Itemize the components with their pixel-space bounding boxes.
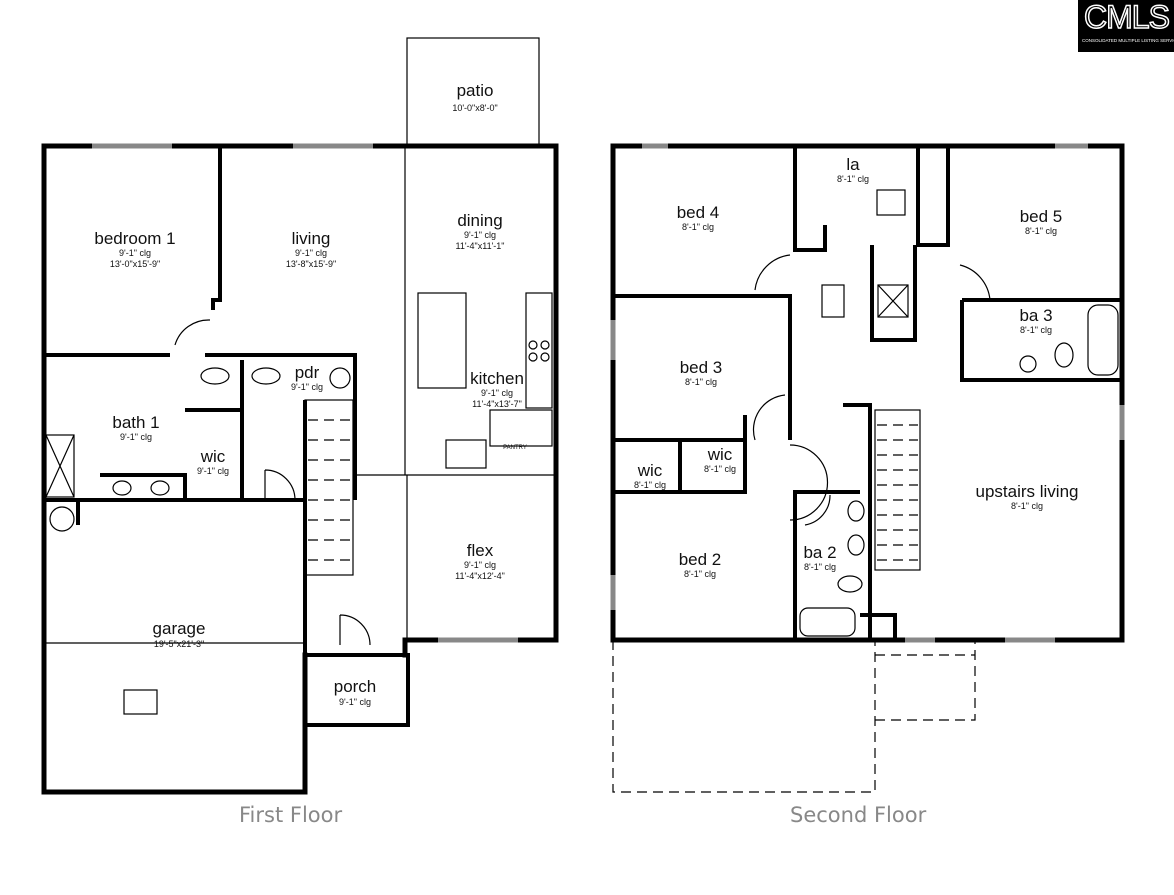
patio-label: patio — [457, 81, 494, 100]
first-floor-stairs — [304, 399, 354, 576]
front-door — [339, 614, 371, 646]
sink-icon — [150, 480, 170, 496]
flex-ceiling: 9'-1" clg — [464, 560, 496, 570]
cmls-logo: CMLS CONSOLIDATED MULTIPLE LISTING SERVI… — [1078, 0, 1174, 52]
toilet-icon — [837, 575, 863, 593]
bedroom1-dims: 13'-0"x15'-9" — [110, 259, 160, 269]
bedroom1-ceiling: 9'-1" clg — [119, 248, 151, 258]
second-floor-interior-walls — [613, 146, 1122, 640]
living-label: living — [292, 229, 331, 248]
sink-icon — [847, 534, 865, 556]
stove-burner-icon — [528, 340, 538, 350]
first-floor-caption: First Floor — [239, 803, 343, 827]
water-heater-icon — [49, 506, 75, 532]
bathtub-icon — [1087, 304, 1119, 376]
dining-ceiling: 9'-1" clg — [464, 230, 496, 240]
ba3-ceiling: 8'-1" clg — [1020, 325, 1052, 335]
porch-label: porch — [334, 677, 377, 696]
upstairs-living-label: upstairs living — [976, 482, 1079, 501]
second-floor-stairs — [874, 409, 921, 571]
patio-dims: 10'-0"x8'-0" — [452, 103, 497, 113]
sink-icon — [1019, 355, 1037, 373]
kitchen-dims: 11'-4"x13'-7" — [472, 399, 522, 409]
wic-b-ceiling: 8'-1" clg — [704, 464, 736, 474]
ba3-label: ba 3 — [1019, 306, 1052, 325]
dining-label: dining — [457, 211, 502, 230]
second-floor-caption: Second Floor — [790, 803, 927, 827]
sink-icon — [847, 500, 865, 522]
bed5-ceiling: 8'-1" clg — [1025, 226, 1057, 236]
porch-ceiling: 9'-1" clg — [339, 697, 371, 707]
sink-icon — [112, 480, 132, 496]
stove-burner-icon — [540, 340, 550, 350]
la-label: la — [846, 155, 860, 174]
garage-dims: 19'-5"x21'-3" — [154, 639, 204, 649]
second-floor-plan: bed 4 8'-1" clg la 8'-1" clg bed 5 8'-1"… — [610, 143, 1125, 793]
la-ceiling: 8'-1" clg — [837, 174, 869, 184]
shower — [45, 434, 75, 498]
wic-a-ceiling: 8'-1" clg — [634, 480, 666, 490]
door-swing — [174, 319, 211, 346]
bath1-ceiling: 9'-1" clg — [120, 432, 152, 442]
flex-dims: 11'-4"x12'-4" — [455, 571, 505, 581]
pdr-ceiling: 9'-1" clg — [291, 382, 323, 392]
logo-subtext: CONSOLIDATED MULTIPLE LISTING SERVICE — [1082, 38, 1174, 43]
bathtub-icon — [799, 607, 856, 637]
fridge — [445, 439, 487, 469]
washer-icon — [876, 189, 906, 216]
wic-label: wic — [200, 447, 226, 466]
first-floor-footprint-outline — [612, 640, 976, 793]
stove-burner-icon — [540, 352, 550, 362]
toilet-icon — [251, 367, 281, 385]
first-floor-plan: patio 10'-0"x8'-0" bedroom 1 9'-1" clg 1… — [41, 37, 559, 795]
pedestal-sink-icon — [329, 367, 351, 389]
living-ceiling: 9'-1" clg — [295, 248, 327, 258]
bed2-label: bed 2 — [679, 550, 722, 569]
kitchen-ceiling: 9'-1" clg — [481, 388, 513, 398]
hvac-chase — [877, 284, 909, 318]
ba2-ceiling: 8'-1" clg — [804, 562, 836, 572]
pantry-outline — [489, 409, 553, 447]
kitchen-label: kitchen — [470, 369, 524, 388]
dining-dims: 11'-4"x11'-1" — [455, 241, 504, 251]
wic-ceiling: 9'-1" clg — [197, 466, 229, 476]
door-swing — [264, 469, 296, 501]
flex-label: flex — [467, 541, 494, 560]
kitchen-counter — [525, 292, 553, 409]
bed3-label: bed 3 — [680, 358, 723, 377]
cabinet — [821, 284, 845, 318]
bath1-label: bath 1 — [112, 413, 159, 432]
pdr-label: pdr — [295, 363, 320, 382]
door-swings — [752, 254, 991, 526]
bed2-ceiling: 8'-1" clg — [684, 569, 716, 579]
toilet-icon — [1054, 342, 1074, 368]
first-floor-thin-lines — [44, 146, 556, 644]
bedroom1-label: bedroom 1 — [94, 229, 175, 248]
pantry-label: PANTRY — [503, 445, 527, 451]
toilet-icon — [200, 367, 230, 385]
second-floor-exterior-walls — [610, 143, 1125, 643]
living-dims: 13'-8"x15'-9" — [286, 259, 336, 269]
garage-fixture — [123, 689, 158, 715]
stove-burner-icon — [528, 352, 538, 362]
wic-a-label: wic — [637, 461, 663, 480]
bed4-label: bed 4 — [677, 203, 720, 222]
garage-label: garage — [153, 619, 206, 638]
upstairs-living-ceiling: 8'-1" clg — [1011, 501, 1043, 511]
wic-b-label: wic — [707, 445, 733, 464]
bed5-label: bed 5 — [1020, 207, 1063, 226]
bed4-ceiling: 8'-1" clg — [682, 222, 714, 232]
ba2-label: ba 2 — [803, 543, 836, 562]
bed3-ceiling: 8'-1" clg — [685, 377, 717, 387]
logo-text: CMLS — [1083, 0, 1170, 35]
kitchen-island — [417, 292, 467, 389]
